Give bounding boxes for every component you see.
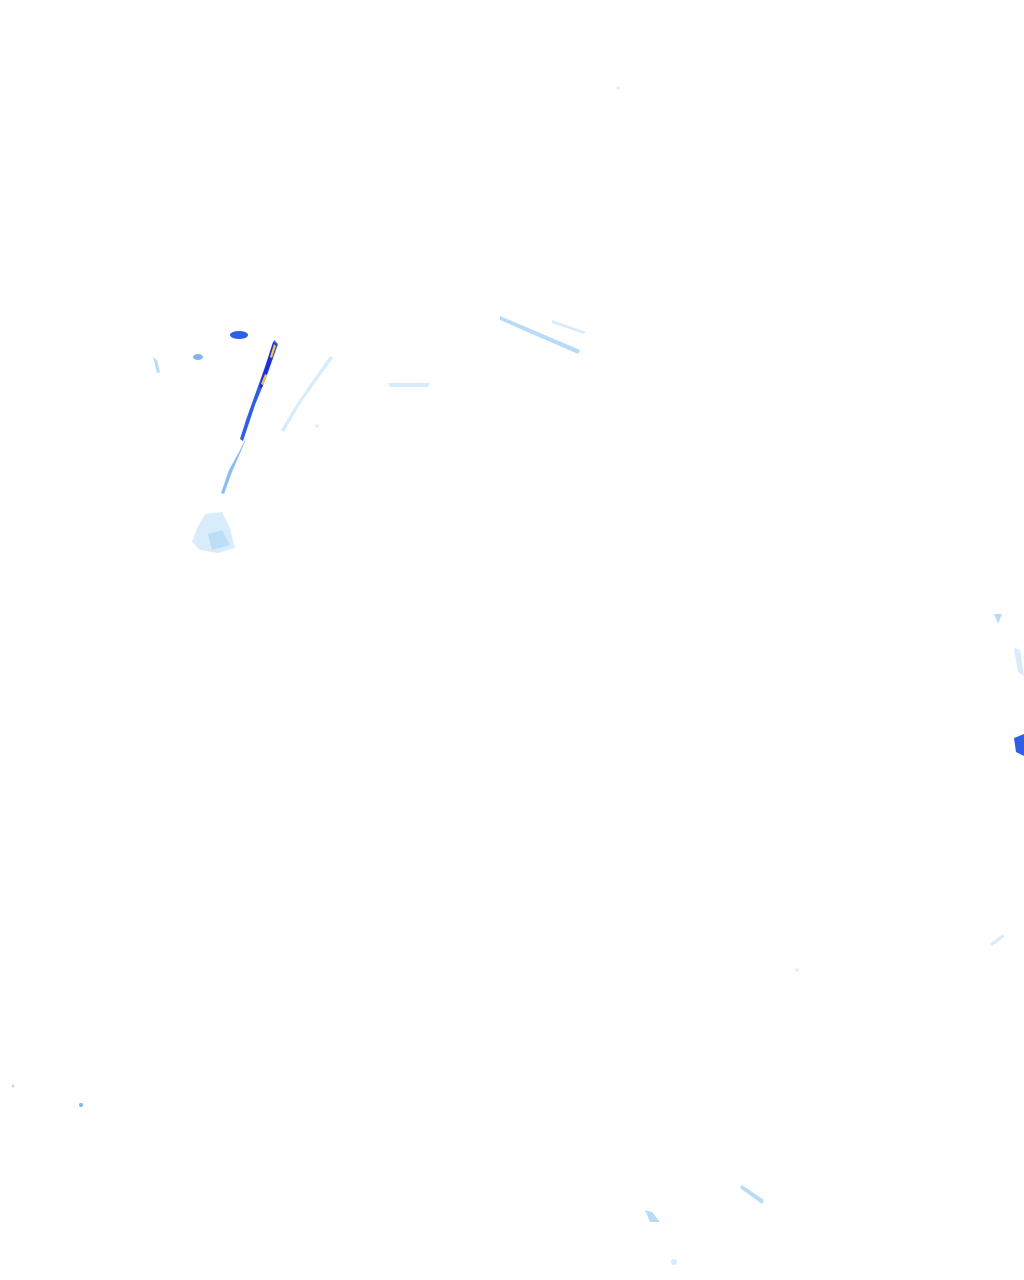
radar-echo-streak: [740, 1185, 764, 1204]
radar-echo-edge-cell: [994, 614, 1002, 624]
radar-echo-light-trail: [221, 438, 246, 494]
radar-echo-dot: [616, 86, 620, 90]
radar-echo-cell: [645, 1210, 660, 1222]
radar-echo-band-main: [221, 340, 278, 494]
radar-echo-edge-streak: [1014, 648, 1024, 676]
radar-echo-dot: [11, 1084, 15, 1088]
radar-echo-streak: [388, 383, 430, 387]
radar-echo-dot: [79, 1103, 83, 1107]
radar-echo-dot: [795, 968, 799, 972]
radar-echo-peak-cells: [261, 344, 276, 385]
radar-echo-cell: [193, 354, 203, 360]
radar-echo-cell: [153, 357, 160, 373]
radar-echo-streak: [552, 320, 586, 334]
radar-echo-edge-cell: [1014, 734, 1024, 756]
radar-echo-streak: [500, 316, 580, 354]
radar-echo-edge-streak: [990, 934, 1004, 946]
radar-echo-dot: [315, 424, 319, 428]
radar-echo-cell: [230, 331, 248, 339]
radar-echo-dot: [671, 1259, 677, 1265]
radar-echo-patch-inner: [208, 530, 230, 550]
radar-echo-streak: [281, 356, 333, 432]
